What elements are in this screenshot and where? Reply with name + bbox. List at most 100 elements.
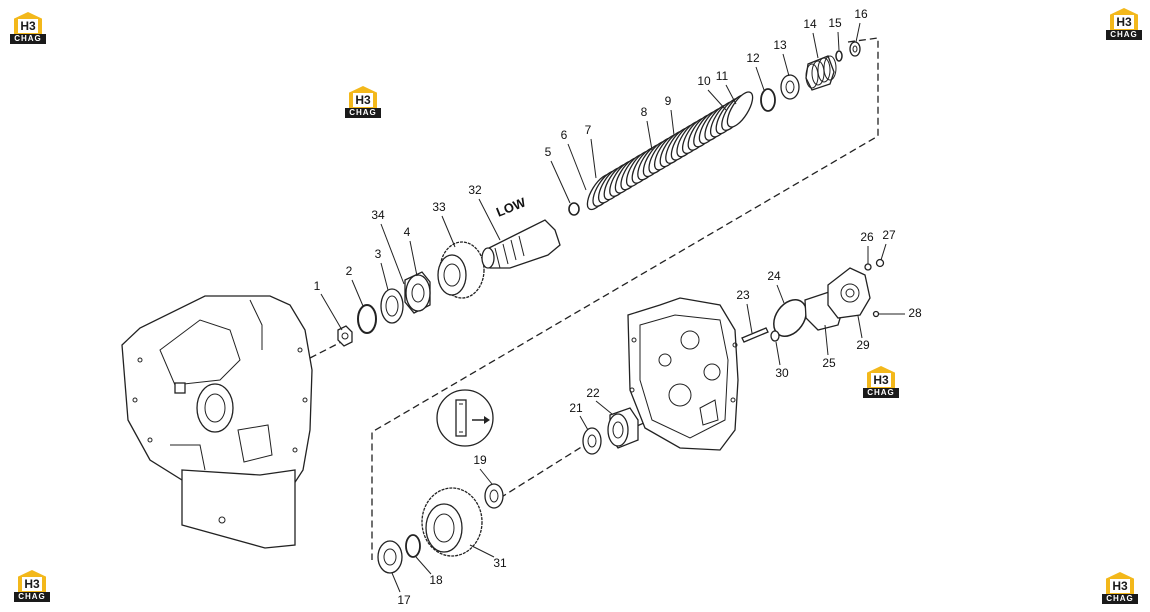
- part-14-spring: [805, 55, 837, 91]
- leader-line-p4: [409, 240, 418, 277]
- part-label-p7: 7: [585, 123, 592, 137]
- leader-line-p33: [441, 215, 456, 248]
- leader-line-p22: [595, 400, 613, 415]
- part-label-p13: 13: [773, 38, 787, 52]
- leader-line-p10: [707, 89, 727, 111]
- part-label-p6: 6: [561, 128, 568, 142]
- part-22-bearing: [607, 407, 639, 449]
- part-5-ring: [568, 202, 580, 216]
- leader-line-p1: [320, 293, 343, 331]
- part-label-p30: 30: [775, 366, 789, 380]
- part-label-p33: 33: [432, 200, 446, 214]
- part-29-pump-cover: [827, 267, 871, 319]
- part-23-pin: [741, 327, 769, 343]
- part-4-bearing: [404, 271, 431, 314]
- leader-line-p2: [351, 279, 364, 307]
- part-30-plug: [770, 330, 780, 342]
- leader-line-p8: [646, 120, 653, 151]
- leader-line-p11: [725, 84, 737, 105]
- part-label-p16: 16: [854, 7, 868, 21]
- part-label-p24: 24: [767, 269, 781, 283]
- part-label-p23: 23: [736, 288, 750, 302]
- front-cover-housing: [627, 297, 739, 451]
- part-17-bearing: [377, 540, 403, 574]
- leader-line-p19: [479, 468, 493, 485]
- leader-line-p15: [837, 31, 840, 51]
- part-label-p11: 11: [716, 69, 729, 83]
- part-label-p17: 17: [397, 593, 411, 607]
- leader-line-p27: [880, 243, 887, 261]
- part-13-piston: [780, 74, 800, 100]
- low-annotation: LOW: [494, 194, 528, 220]
- part-label-p2: 2: [346, 264, 353, 278]
- leader-line-p13: [782, 53, 790, 77]
- leader-line-p32: [478, 198, 501, 241]
- clutch-disc: [726, 91, 754, 128]
- leader-line-p16: [855, 22, 861, 43]
- leader-line-p31: [469, 544, 495, 558]
- part-32-shaft: [481, 219, 561, 269]
- part-3-seal: [380, 288, 404, 324]
- leader-line-p14: [812, 32, 819, 59]
- part-label-p8: 8: [641, 105, 648, 119]
- leader-line-p34: [380, 223, 405, 285]
- part-33-gear: [437, 241, 485, 299]
- part-label-p12: 12: [746, 51, 760, 65]
- part-1-nut: [337, 325, 353, 347]
- leader-lines: [320, 22, 905, 593]
- part-label-p34: 34: [371, 208, 385, 222]
- leader-line-p21: [579, 415, 589, 431]
- leader-line-p5: [550, 160, 571, 204]
- part-label-p18: 18: [429, 573, 443, 587]
- clutch-pack: [586, 91, 754, 211]
- part-19-inset: [436, 389, 494, 447]
- part-label-p9: 9: [665, 94, 672, 108]
- part-21-washer: [582, 427, 602, 455]
- part-19-bearing: [484, 483, 504, 509]
- part-label-p3: 3: [375, 247, 382, 261]
- part-12-snap-ring: [760, 88, 776, 112]
- small-fasteners: [864, 258, 885, 318]
- part-label-p21: 21: [569, 401, 583, 415]
- part-label-p26: 26: [860, 230, 874, 244]
- leader-line-p29: [857, 315, 863, 339]
- leader-line-p18: [415, 556, 432, 575]
- part-label-p32: 32: [468, 183, 482, 197]
- transmission-housing: [121, 295, 313, 549]
- part-label-p28: 28: [908, 306, 922, 320]
- part-label-p10: 10: [697, 74, 711, 88]
- leader-line-p30: [775, 341, 781, 366]
- part-label-p22: 22: [586, 386, 600, 400]
- part-label-p27: 27: [882, 228, 896, 242]
- part-label-p29: 29: [856, 338, 870, 352]
- part-31-gear: [421, 487, 483, 557]
- leader-line-p25: [824, 324, 829, 356]
- part-label-p31: 31: [493, 556, 507, 570]
- leader-line-p23: [746, 303, 753, 334]
- leader-line-p3: [380, 262, 389, 291]
- part-label-p4: 4: [404, 225, 411, 239]
- part-15-ring: [835, 50, 843, 62]
- leader-line-p9: [670, 109, 675, 136]
- leader-line-p7: [590, 138, 597, 179]
- part-label-p14: 14: [803, 17, 817, 31]
- part-label-p19: 19: [473, 453, 487, 467]
- part-16-washer: [849, 41, 861, 57]
- part-label-p15: 15: [828, 16, 842, 30]
- leader-line-p12: [755, 66, 765, 91]
- part-label-p1: 1: [314, 279, 321, 293]
- part-label-p25: 25: [822, 356, 836, 370]
- leader-line-p6: [567, 143, 587, 191]
- leader-line-p17: [391, 572, 401, 593]
- part-18-snap-ring: [405, 534, 421, 558]
- leader-line-p24: [776, 284, 785, 304]
